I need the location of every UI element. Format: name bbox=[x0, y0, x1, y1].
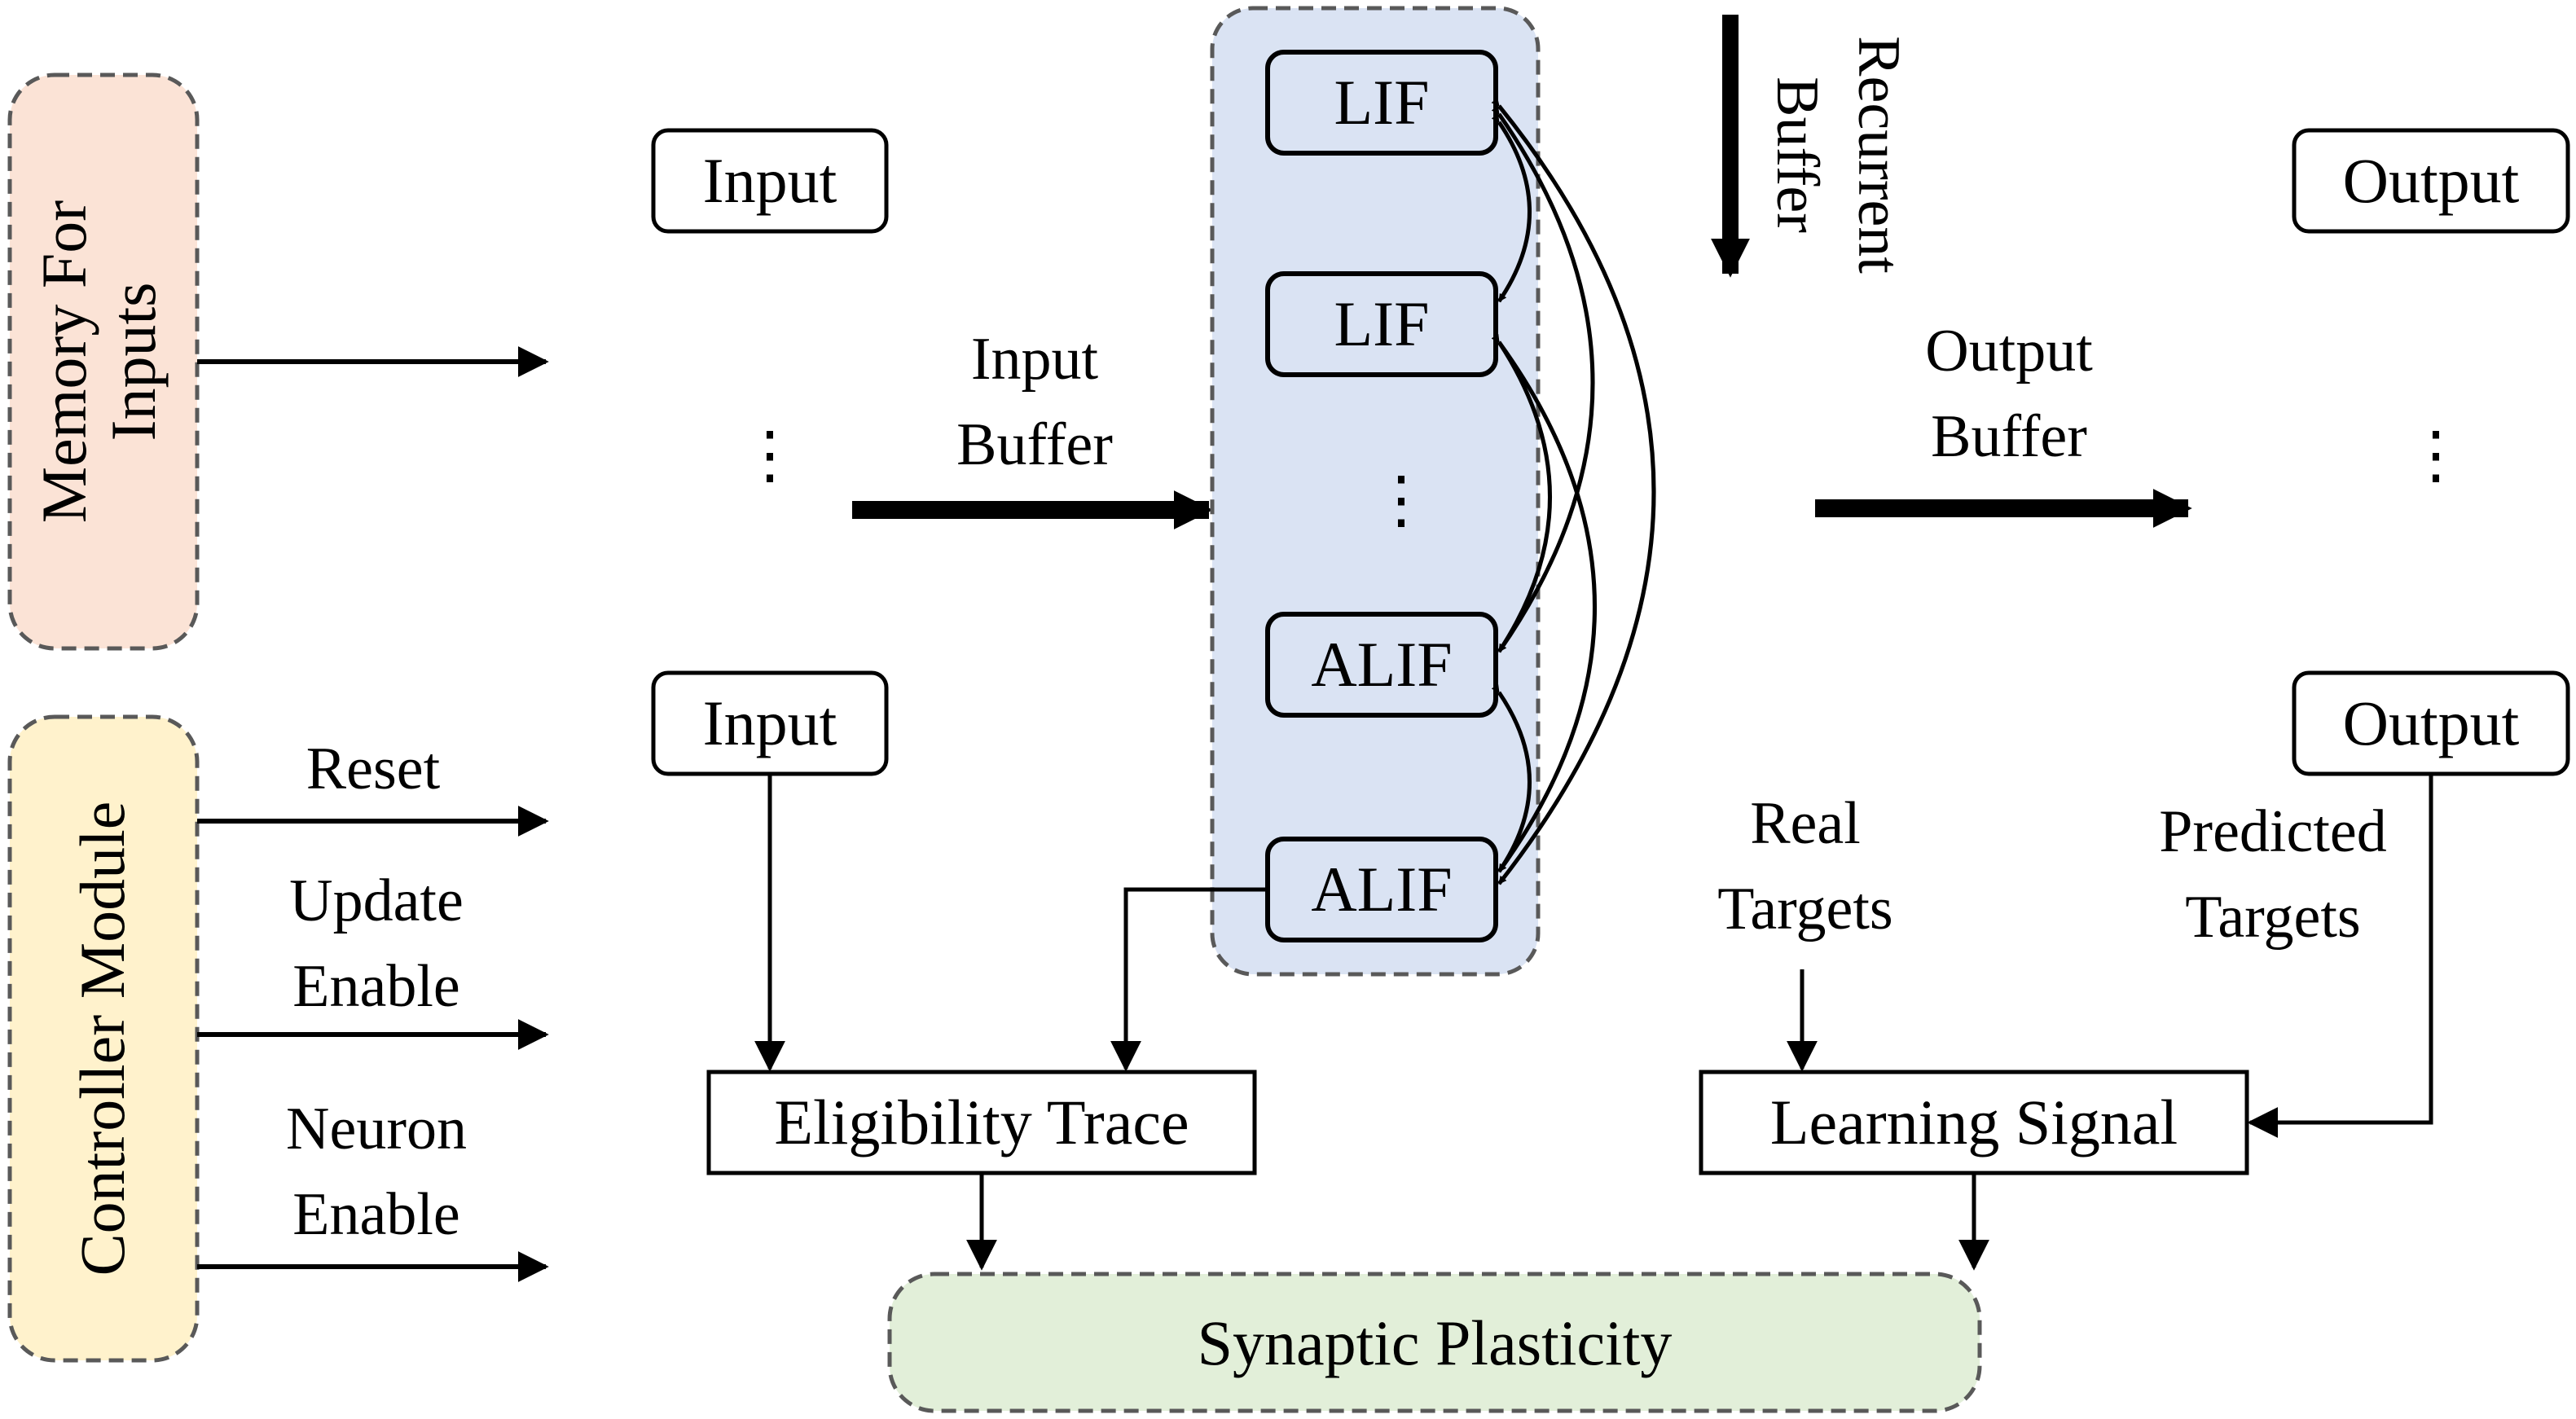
recurrent-buffer-label-line1: Recurrent bbox=[1845, 36, 1912, 274]
controller-module: Controller Module bbox=[7, 714, 200, 1363]
neuron-alif-2: ALIF bbox=[1265, 837, 1498, 942]
neuron-label-line1: Neuron bbox=[286, 1096, 467, 1162]
learning-signal-block: Learning Signal bbox=[1699, 1070, 2249, 1175]
neuron-lif-2-label: LIF bbox=[1334, 288, 1430, 359]
output-top-label: Output bbox=[2343, 145, 2520, 216]
real-targets-label-line1: Real bbox=[1750, 790, 1861, 857]
output-to-learning-arrow bbox=[2247, 774, 2433, 1138]
predicted-targets-label-line2: Targets bbox=[2185, 884, 2360, 951]
recurrent-link-lif1-lif2 bbox=[1491, 113, 1532, 303]
reset-label: Reset bbox=[306, 736, 441, 802]
input-ellipsis: ⋮ bbox=[738, 420, 802, 490]
real-targets-label-line2: Targets bbox=[1717, 876, 1892, 942]
predicted-targets-label-line1: Predicted bbox=[2159, 798, 2386, 865]
eligibility-trace-block: Eligibility Trace bbox=[706, 1070, 1257, 1175]
neuron-alif-1: ALIF bbox=[1265, 612, 1498, 718]
input-top-label: Input bbox=[703, 145, 837, 216]
output-top: Output bbox=[2292, 128, 2570, 234]
synaptic-plasticity-module: Synaptic Plasticity bbox=[887, 1272, 1982, 1413]
input-buffer-label-line1: Input bbox=[971, 326, 1099, 393]
memory-module-label-line1: Memory For bbox=[29, 200, 99, 524]
recurrent-link-lif1-alif2 bbox=[1491, 97, 1656, 885]
neuron-ellipsis: ⋮ bbox=[1369, 464, 1433, 535]
neuron-lif-1-label: LIF bbox=[1334, 67, 1430, 138]
recurrent-link-lif2-alif2 bbox=[1491, 333, 1597, 873]
recurrent-buffer-label-line2: Buffer bbox=[1764, 77, 1831, 233]
input-buffer-label-line2: Buffer bbox=[956, 411, 1113, 478]
memory-module-label-line2: Inputs bbox=[98, 283, 169, 442]
input-bottom-label: Input bbox=[703, 688, 837, 758]
neuron-array bbox=[1210, 6, 1541, 977]
update-label-line1: Update bbox=[289, 868, 464, 934]
output-bottom-label: Output bbox=[2343, 688, 2520, 758]
learning-signal-label: Learning Signal bbox=[1770, 1087, 2178, 1158]
neuron-lif-2: LIF bbox=[1265, 271, 1498, 377]
input-top: Input bbox=[651, 128, 889, 234]
alif-to-eligibility-arrow bbox=[1110, 887, 1268, 1072]
neuron-alif-1-label: ALIF bbox=[1311, 629, 1452, 700]
output-bottom: Output bbox=[2292, 670, 2570, 776]
neuron-alif-2-label: ALIF bbox=[1311, 854, 1452, 925]
synaptic-plasticity-label: Synaptic Plasticity bbox=[1198, 1307, 1673, 1378]
input-bottom: Input bbox=[651, 670, 889, 776]
controller-module-label: Controller Module bbox=[67, 802, 138, 1276]
neuron-lif-1: LIF bbox=[1265, 50, 1498, 156]
output-buffer-label-line1: Output bbox=[1925, 318, 2093, 384]
update-label-line2: Enable bbox=[292, 953, 459, 1020]
recurrent-connections bbox=[1491, 97, 1656, 885]
neuron-label-line2: Enable bbox=[292, 1181, 459, 1248]
memory-module: Memory For Inputs bbox=[7, 72, 200, 651]
recurrent-link-lif2-alif1 bbox=[1491, 333, 1552, 653]
recurrent-link-lif1-alif1 bbox=[1491, 105, 1595, 653]
output-ellipsis: ⋮ bbox=[2404, 420, 2468, 490]
eligibility-trace-label: Eligibility Trace bbox=[774, 1087, 1189, 1158]
output-buffer-label-line2: Buffer bbox=[1931, 403, 2087, 470]
